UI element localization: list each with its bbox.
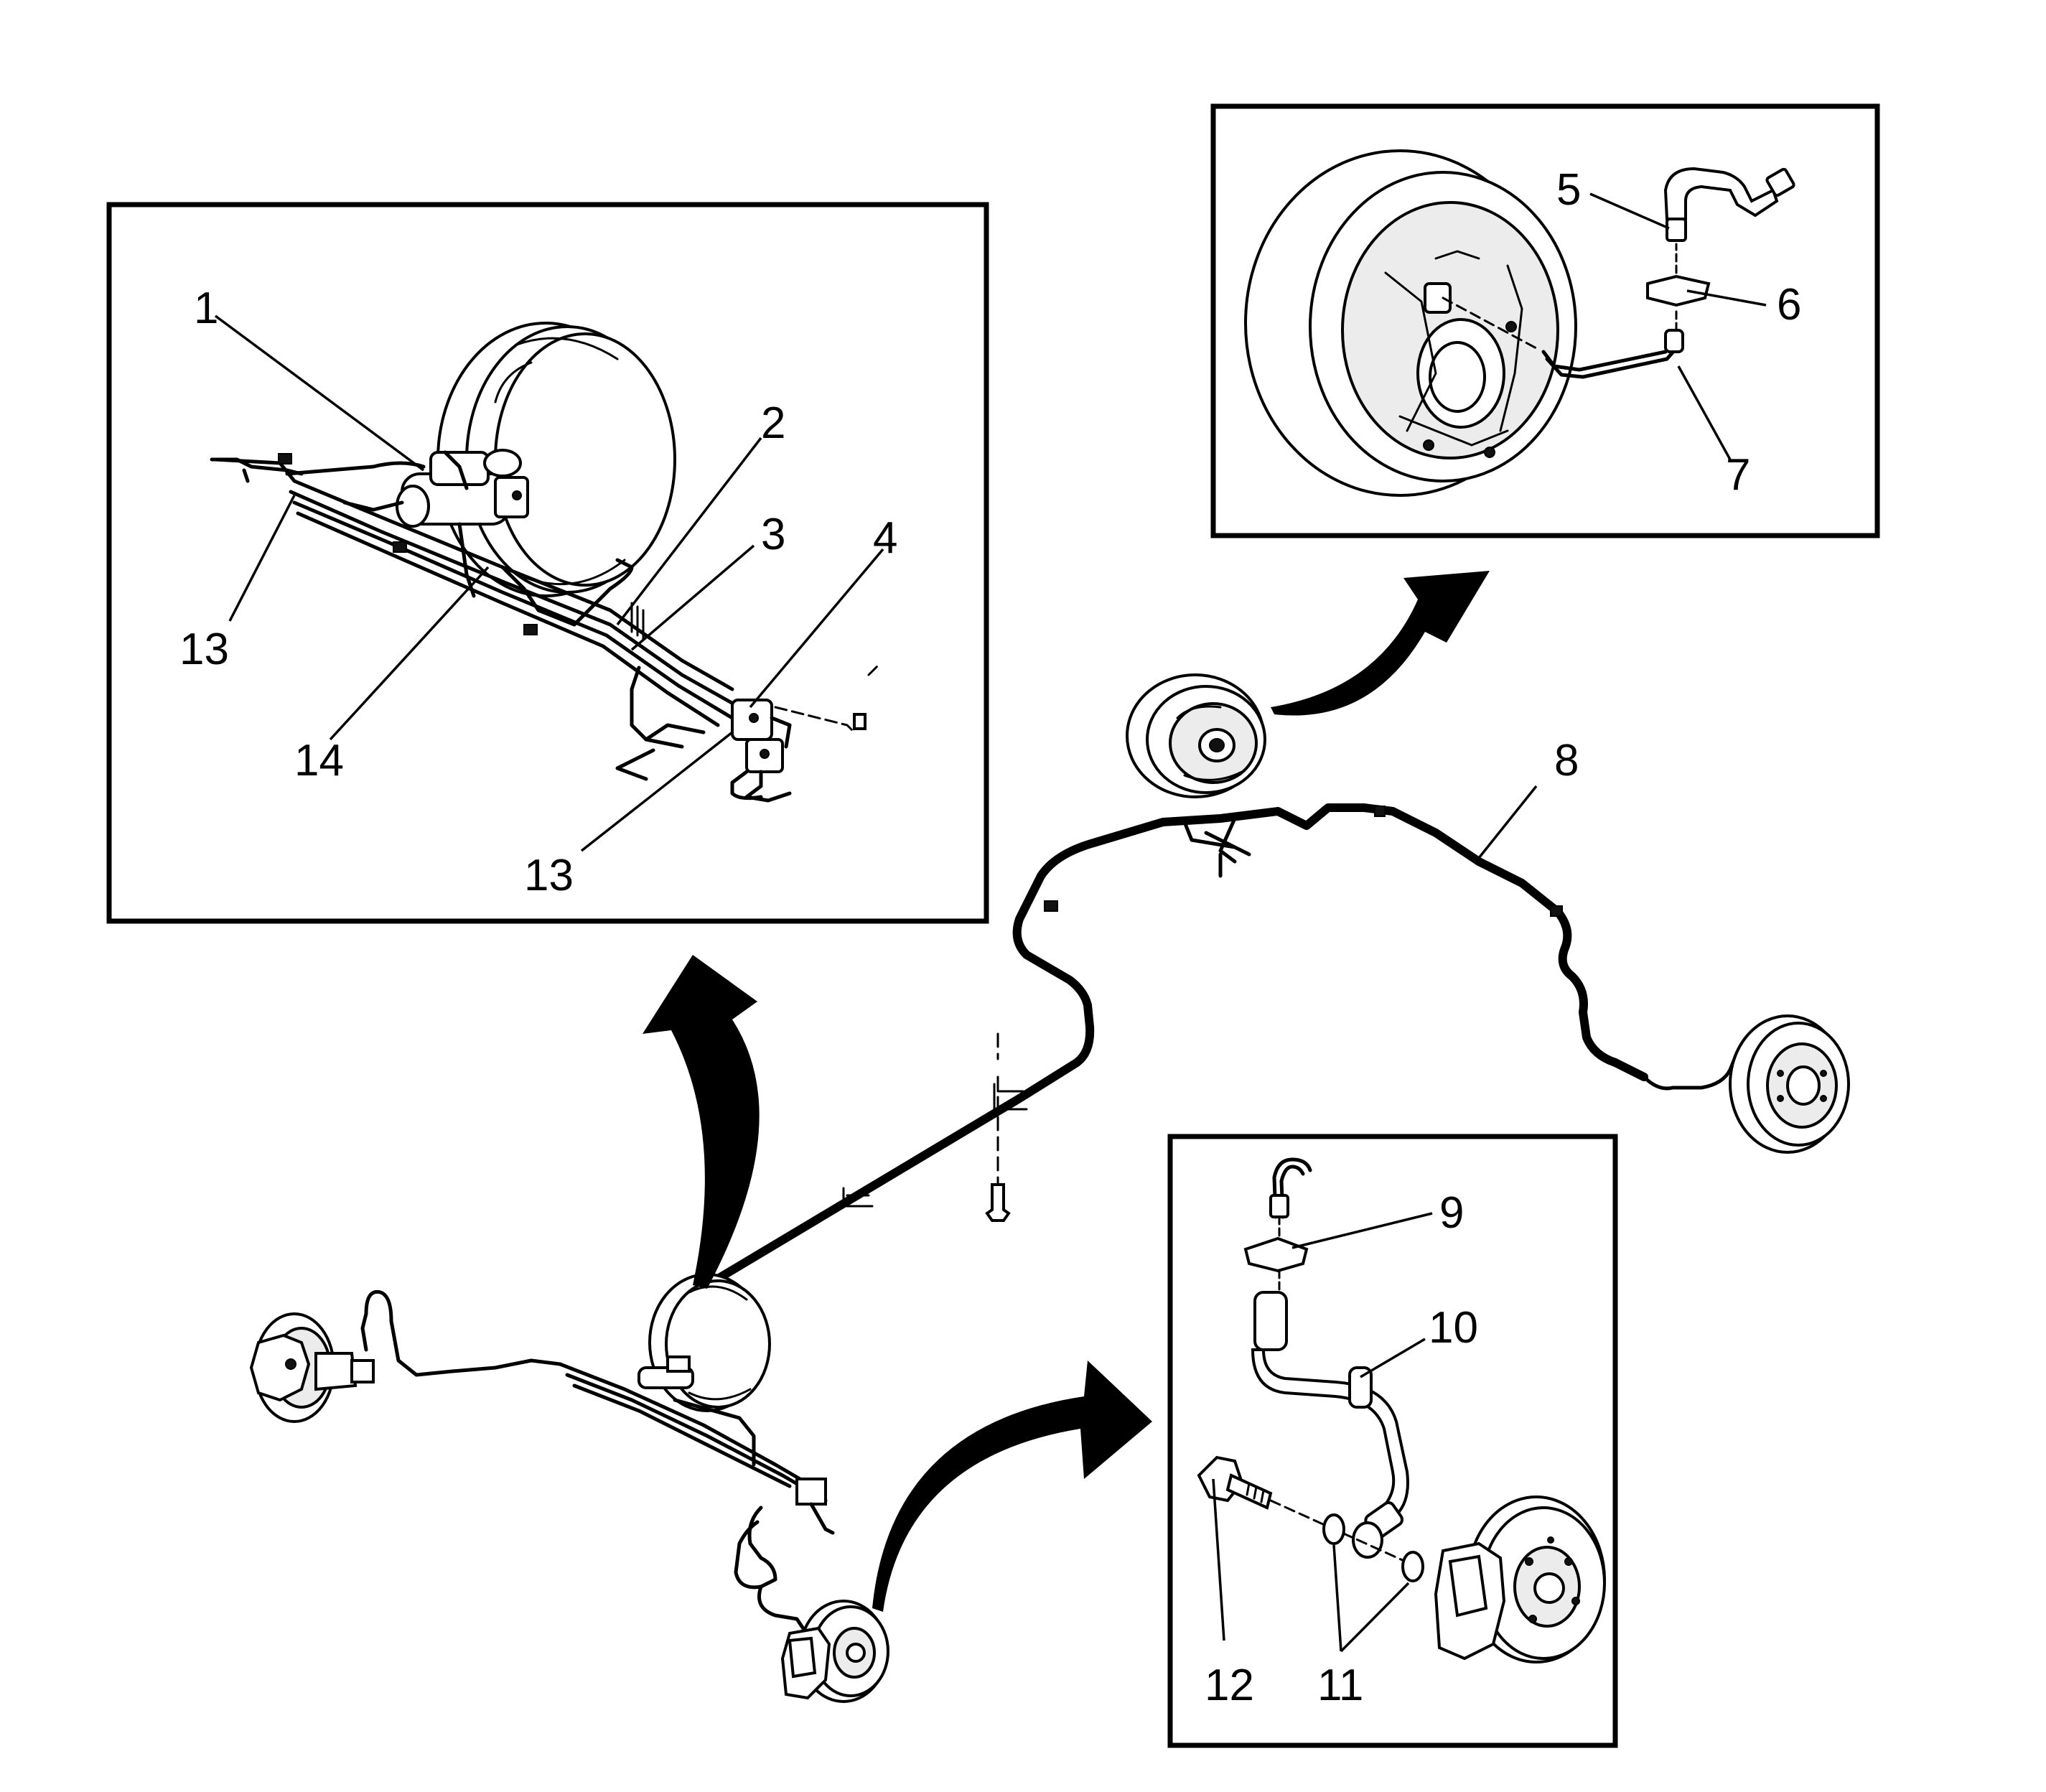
- pipe-fitting: [1664, 329, 1684, 353]
- hose-fitting: [1666, 218, 1687, 242]
- hose-end-fitting: [1765, 167, 1795, 197]
- front-left-pipe: [360, 1289, 562, 1377]
- label-7: 7: [1726, 450, 1750, 500]
- brake-pipe-bundle: [289, 490, 742, 709]
- label-2: 2: [761, 398, 785, 448]
- caliper-pipe: [1272, 1157, 1312, 1219]
- brake-pipe-loop: [500, 558, 634, 627]
- brake-hose: [1663, 167, 1779, 220]
- hose-collar: [1348, 1366, 1373, 1409]
- brake-pipe-master: [443, 450, 476, 598]
- rear-brake-drum: [1244, 149, 1577, 497]
- label-10: 10: [1429, 1303, 1478, 1353]
- brake-booster-small: [637, 1273, 771, 1412]
- label-4: 4: [873, 513, 897, 563]
- label-14: 14: [294, 736, 344, 785]
- banjo-bolt: [1197, 1455, 1273, 1510]
- label-5: 5: [1556, 165, 1581, 215]
- pipe-mount-bracket: [210, 457, 304, 483]
- drum-inlet-axis: [1442, 297, 1538, 350]
- pipe-bracket: [993, 1083, 1028, 1111]
- sealing-washer: [1401, 1551, 1424, 1582]
- rear-cross-pipe: [1218, 816, 1237, 864]
- label-6: 6: [1777, 280, 1801, 330]
- rear-left-pipe: [1642, 1042, 1754, 1091]
- inset-front-caliper: [1167, 1134, 1618, 1748]
- label-13-lower: 13: [524, 851, 574, 900]
- rear-brake-pipe: [1545, 346, 1678, 379]
- front-brake-caliper-rotor: [1434, 1495, 1606, 1663]
- front-right-hose: [757, 1585, 806, 1632]
- hose-bracket: [1646, 274, 1711, 307]
- label-1: 1: [194, 284, 218, 333]
- valve-bolt-axis: [774, 706, 856, 734]
- front-right-brake-small: [780, 1600, 889, 1703]
- pipe-clip: [393, 541, 407, 553]
- pipe-bracket: [842, 1187, 874, 1208]
- callout-arrow-to-top-right: [1271, 571, 1490, 716]
- valve-bolt-axis: [867, 663, 881, 676]
- label-8: 8: [1554, 736, 1579, 785]
- combination-valve-small: [795, 1478, 827, 1506]
- pipe-clip: [1374, 806, 1386, 817]
- front-pipe-bundle: [558, 1362, 821, 1492]
- bolt-axis: [1269, 1499, 1423, 1570]
- mount-bolt: [985, 1183, 1011, 1222]
- leader-lines: [214, 192, 1767, 1653]
- main-brake-pipe: [703, 803, 1648, 1289]
- label-3: 3: [761, 510, 785, 559]
- hose-fitting: [1253, 1291, 1288, 1351]
- pipe-clip: [523, 624, 538, 635]
- label-11: 11: [1317, 1661, 1363, 1710]
- inset-rear-drum: [1210, 103, 1880, 538]
- label-12: 12: [1205, 1661, 1254, 1710]
- brake-pipe-bundle: [296, 511, 720, 727]
- front-left-brake-small: [249, 1312, 375, 1423]
- brake-pipe-bundle: [292, 500, 734, 720]
- rear-drum-brake-small: [1126, 673, 1266, 798]
- pipe-clip: [1044, 900, 1058, 912]
- sealing-washer: [1322, 1513, 1345, 1545]
- label-9: 9: [1439, 1188, 1464, 1238]
- combination-valve: [730, 699, 792, 803]
- brake-pipe-front: [615, 723, 706, 781]
- master-cylinder: [396, 449, 529, 528]
- callout-arrow-to-bottom-right: [872, 1361, 1152, 1612]
- front-right-pipe: [734, 1502, 835, 1590]
- hose-bracket: [1243, 1236, 1309, 1273]
- brake-pipe-bundle: [213, 457, 734, 691]
- inset-master-cylinder: [106, 202, 989, 924]
- label-13-upper: 13: [179, 625, 229, 674]
- pipe-clip: [1550, 905, 1563, 917]
- pipe-clip: [278, 453, 292, 465]
- front-pipe-bundle: [572, 1383, 792, 1488]
- caliper-pipe-nut: [1269, 1194, 1289, 1218]
- rear-axle-bracket: [1182, 820, 1251, 878]
- front-pipe-bundle: [673, 1398, 756, 1467]
- brake-booster: [436, 322, 676, 597]
- callout-labels: 1 2 3 4 5 6 7 8 9 10 11 12 13 13 14: [179, 165, 1801, 1710]
- rear-drum-brake-right: [1729, 1014, 1850, 1154]
- valve-bolt: [853, 713, 866, 730]
- brake-pipe-loop: [630, 666, 684, 749]
- callout-arrow-to-top-left: [643, 955, 760, 1289]
- main-assembly: [249, 673, 1850, 1703]
